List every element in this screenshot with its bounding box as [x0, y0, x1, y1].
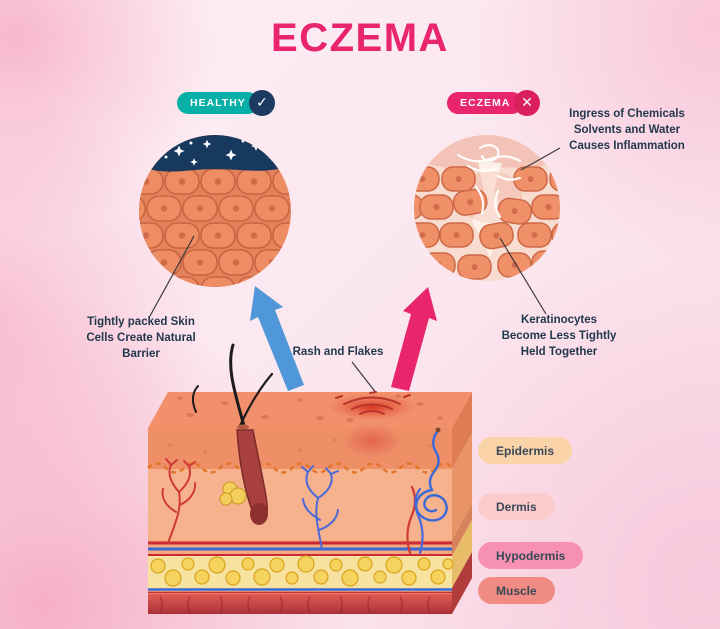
fat-cells [150, 555, 454, 587]
sebaceous-gland [219, 481, 247, 506]
layer-pill-hypodermis: Hypodermis [478, 542, 584, 569]
rash-glow-top [328, 394, 416, 420]
rash-flake-lines [335, 391, 411, 415]
epidermis-layer [148, 428, 452, 469]
horizontal-blood-vessels [148, 541, 452, 594]
blue-capillary-tree [301, 465, 339, 550]
eczema-arrow-icon [391, 287, 437, 391]
healthy-skin-cells-illustration [139, 135, 291, 287]
sparkle-icons [164, 139, 276, 166]
rash-caption: Rash and Flakes [292, 346, 384, 358]
hypodermis-layer [148, 556, 452, 594]
basement-membrane-wave [147, 462, 453, 474]
surface-pore-dots [177, 394, 443, 422]
page-title: ECZEMA [271, 16, 449, 60]
healthy-skin-circle [139, 135, 291, 287]
skin-top-surface [148, 392, 472, 428]
eczema-skin-cells-illustration [414, 135, 560, 281]
skin-surface-barrier [139, 135, 291, 172]
rash-glow-front [342, 424, 402, 458]
epidermis-texture-dots [168, 438, 432, 454]
eczema-skin-circle [414, 135, 560, 281]
muscle-layer [148, 594, 452, 614]
vessel-band [148, 540, 452, 556]
healthy-arrow-icon [250, 286, 304, 391]
layer-pill-muscle: Muscle [478, 577, 555, 604]
sweat-gland [414, 430, 448, 522]
skin-side-face [452, 392, 472, 614]
ingress-caption: Ingress of Chemicals Solvents and Water … [569, 108, 685, 153]
eczema-badge-label: ECZEMA [460, 97, 511, 109]
layer-pill-epidermis: Epidermis [478, 437, 573, 464]
hair-opening [237, 424, 249, 430]
healthy-badge-label: HEALTHY [190, 97, 246, 109]
check-icon: ✓ [249, 90, 275, 116]
hair-follicle [236, 429, 269, 525]
sweat-pore [435, 427, 441, 433]
red-capillary-tree [161, 458, 197, 544]
cross-icon: ✕ [514, 90, 540, 116]
dermis-layer [148, 469, 452, 540]
barrier-caption: Tightly packed Skin Cells Create Natural… [86, 316, 196, 361]
flake-swirl-icons [456, 144, 522, 219]
layer-pill-dermis: Dermis [478, 493, 555, 520]
eczema-badge: ECZEMA [447, 92, 524, 114]
keratinocytes-caption: Keratinocytes Become Less Tightly Held T… [501, 314, 617, 359]
muscle-fibre-texture [159, 595, 431, 614]
healthy-badge: HEALTHY [177, 92, 259, 114]
vertical-vessels [406, 485, 424, 555]
